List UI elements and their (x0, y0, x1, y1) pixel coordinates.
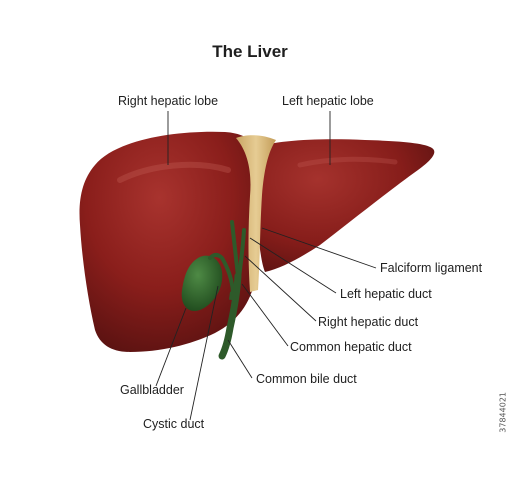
label-gallbladder: Gallbladder (120, 383, 184, 397)
diagram-title: The Liver (212, 42, 288, 61)
label-falciform-ligament: Falciform ligament (380, 261, 483, 275)
label-common-bile-duct: Common bile duct (256, 372, 357, 386)
label-left-hepatic-lobe: Left hepatic lobe (282, 94, 374, 108)
leader-right-hepatic-duct (244, 255, 317, 322)
falciform-ligament-shape (236, 135, 276, 292)
leader-cystic-duct (189, 285, 219, 421)
leader-lines (155, 111, 377, 421)
common-bile-duct-shape (218, 272, 242, 360)
label-left-hepatic-duct: Left hepatic duct (340, 287, 432, 301)
leader-common-hepatic-duct (241, 283, 289, 347)
leader-gallbladder (155, 307, 187, 387)
label-right-hepatic-duct: Right hepatic duct (318, 315, 419, 329)
leader-falciform-ligament (261, 227, 377, 269)
left-hepatic-lobe-shape (255, 139, 435, 272)
right-hepatic-duct-shape (230, 220, 240, 278)
cystic-duct-shape (208, 253, 235, 294)
leader-common-bile-duct (227, 339, 253, 379)
label-cystic-duct: Cystic duct (143, 417, 205, 431)
gallbladder-shape (181, 255, 223, 311)
leader-left-hepatic-duct (249, 237, 337, 294)
side-stamp-number: 37844021 (499, 392, 508, 433)
label-common-hepatic-duct: Common hepatic duct (290, 340, 412, 354)
label-right-hepatic-lobe: Right hepatic lobe (118, 94, 219, 108)
